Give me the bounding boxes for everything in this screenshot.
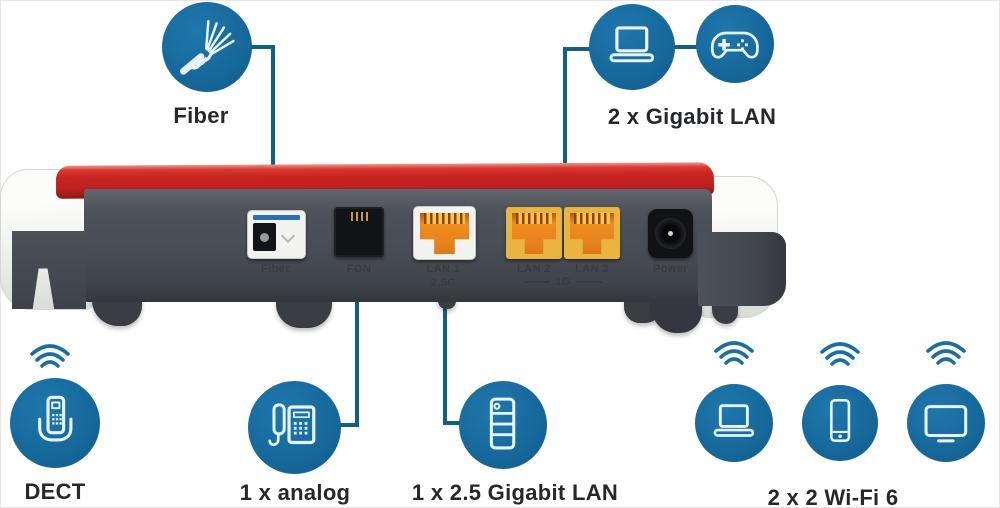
fiber-connector-line bbox=[246, 45, 274, 49]
lan1-port-plug bbox=[420, 213, 469, 254]
lan2-port-pins bbox=[515, 213, 553, 224]
smartphone-icon bbox=[829, 398, 851, 442]
fon-port-pins bbox=[334, 212, 384, 221]
analog-connector-line bbox=[340, 423, 359, 427]
lan3-port-plug bbox=[570, 213, 614, 254]
power-port bbox=[648, 209, 693, 258]
fon-port-label: FON bbox=[346, 263, 372, 275]
tv-icon bbox=[924, 405, 968, 443]
lan3-port bbox=[564, 207, 620, 259]
lan2-port-plug bbox=[512, 213, 556, 254]
wifi-waves-icon bbox=[820, 342, 860, 366]
dect-handset-icon bbox=[37, 395, 73, 442]
lan1-port-label: LAN 1 bbox=[426, 263, 461, 275]
lan1-speed-label: 2.5G bbox=[430, 277, 457, 289]
router-foot bbox=[652, 296, 702, 333]
wifi-waves-icon bbox=[30, 344, 70, 368]
lan25-connector-line bbox=[443, 299, 447, 425]
wifi-laptop-circle bbox=[695, 384, 773, 462]
gigabit-lan-connector-line bbox=[563, 47, 593, 51]
fiber-connector-line bbox=[271, 45, 275, 173]
gigabit-gamepad-circle bbox=[696, 5, 774, 83]
lan25-callout-label: 1 x 2.5 Gigabit LAN bbox=[411, 480, 619, 505]
group-line bbox=[575, 281, 602, 283]
lan3-port-pins bbox=[573, 213, 611, 224]
fiber-callout-label: Fiber bbox=[173, 103, 229, 128]
lan25-callout-circle bbox=[459, 381, 547, 469]
dect-callout-label: DECT bbox=[24, 479, 86, 504]
fon-port bbox=[334, 207, 384, 257]
fiber-port-label: Fiber bbox=[261, 263, 290, 275]
gamepad-icon bbox=[711, 31, 759, 59]
wifi-waves-icon bbox=[926, 341, 966, 365]
analog-callout-circle bbox=[248, 381, 341, 474]
laptop-icon bbox=[713, 404, 755, 437]
fiber-cable-icon bbox=[179, 19, 235, 75]
lan3-port-label: LAN 3 bbox=[575, 263, 609, 275]
power-port-label: Power bbox=[652, 263, 688, 275]
lan-group-speed-label: 1G bbox=[555, 276, 571, 288]
nas-server-icon bbox=[490, 398, 516, 450]
router-right-base bbox=[698, 232, 786, 306]
analog-callout-label: 1 x analog bbox=[239, 480, 351, 505]
gigabit-lan-connector-line bbox=[563, 47, 567, 169]
wifi-smartphone-circle bbox=[802, 385, 878, 461]
fiber-port-opening bbox=[253, 223, 276, 251]
lan1-port bbox=[413, 206, 476, 260]
circle-joint-line bbox=[668, 45, 702, 49]
fiber-port-dot bbox=[260, 233, 269, 242]
fiber-port bbox=[247, 210, 306, 259]
wifi-callout-label: 2 x 2 Wi-Fi 6 bbox=[767, 485, 899, 508]
gigabit-laptop-circle bbox=[589, 4, 675, 90]
lan2-port bbox=[506, 207, 562, 259]
power-port-pin bbox=[668, 231, 673, 236]
analog-connector-line bbox=[355, 299, 359, 427]
dect-callout-circle bbox=[10, 378, 100, 468]
wifi-tv-circle bbox=[907, 384, 985, 462]
gigabit-lan-callout-label: 2 x Gigabit LAN bbox=[607, 104, 777, 129]
fiber-port-chevron bbox=[280, 228, 296, 244]
lan1-port-pins bbox=[423, 213, 466, 224]
lan2-port-label: LAN 2 bbox=[517, 263, 551, 275]
analog-phone-icon bbox=[268, 403, 316, 447]
laptop-icon bbox=[609, 26, 655, 63]
power-port-jack bbox=[655, 218, 686, 249]
fiber-port-blue-stripe bbox=[253, 215, 300, 220]
fiber-callout-circle bbox=[162, 2, 252, 92]
lan-group-speed: 1G bbox=[506, 276, 620, 288]
lan25-connector-line bbox=[445, 421, 463, 425]
group-line bbox=[524, 281, 551, 283]
wifi-waves-icon bbox=[714, 341, 754, 365]
